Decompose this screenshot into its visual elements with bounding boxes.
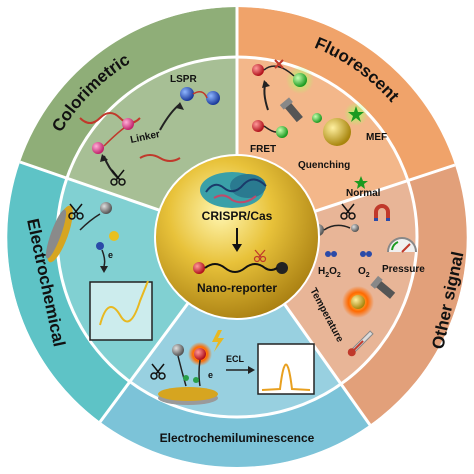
quenching-label: Quenching xyxy=(298,160,350,171)
electron-label: e xyxy=(108,250,113,260)
gauge-icon xyxy=(387,237,417,253)
ecl-title: Electrochemiluminescence xyxy=(160,431,315,445)
scissors-icon xyxy=(68,203,84,220)
fluorescent-content: FRET Quenching MEF Normal xyxy=(250,59,387,199)
o2-label: O2 xyxy=(358,266,370,279)
magnet-icon xyxy=(374,204,390,221)
lspr-label: LSPR xyxy=(170,74,197,85)
voltammogram-curve xyxy=(99,280,149,326)
normal-label: Normal xyxy=(346,188,381,199)
h2o2-label: H2O2 xyxy=(318,266,341,279)
electrode-icon xyxy=(45,205,73,263)
pressure-label: Pressure xyxy=(382,264,425,275)
scissors-icon xyxy=(340,203,356,220)
molecule-o2 xyxy=(360,251,372,257)
core-bottom-label: Nano-reporter xyxy=(197,281,277,295)
core-nanoreporter: CRISPR/Cas Nano-reporter xyxy=(154,154,320,320)
ecl-label: ECL xyxy=(226,354,245,364)
core-top-label: CRISPR/Cas xyxy=(202,209,273,223)
scissors-icon xyxy=(150,363,166,380)
cas-protein-icon xyxy=(200,172,267,208)
scissors-icon xyxy=(253,249,267,263)
electron-label-ecl: e xyxy=(208,370,213,380)
segment-electrochemiluminescence xyxy=(100,237,370,468)
fret-label: FRET xyxy=(250,144,276,155)
ecl-peak-curve xyxy=(261,363,311,391)
torch-icon xyxy=(370,275,396,299)
lightning-icon xyxy=(212,330,224,352)
ecl-content: e ECL xyxy=(150,330,315,405)
molecule-h2o2 xyxy=(325,251,337,257)
thermometer-icon xyxy=(347,330,374,357)
scissors-icon xyxy=(110,169,126,186)
electrochemical-content: e xyxy=(45,202,153,341)
mef-label: MEF xyxy=(366,132,387,143)
torch-icon xyxy=(279,97,303,123)
